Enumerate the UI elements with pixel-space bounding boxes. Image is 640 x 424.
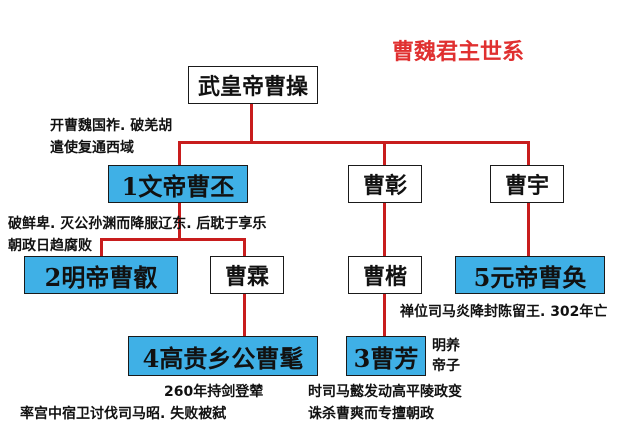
note-cao-fang-1: 明养 — [432, 338, 460, 354]
node-cao-yu: 曹宇 — [490, 165, 564, 203]
note-cao-pi-2: 朝政日趋腐败 — [8, 238, 92, 254]
node-cao-pi: 1文帝曹丕 — [108, 165, 248, 203]
connector-line — [243, 294, 246, 338]
connector-line — [383, 141, 386, 167]
connector-line — [250, 104, 253, 144]
note-cao-cao-1: 开曹魏国祚. 破羌胡 — [50, 118, 173, 134]
note-cao-mao-1: 260年持剑登辇 — [164, 384, 264, 400]
connector-line — [178, 203, 181, 241]
note-cao-pi-1: 破鲜卑. 灭公孙渊而降服辽东. 后耽于享乐 — [8, 216, 267, 232]
note-cao-mao-2: 率宫中宿卫讨伐司马昭. 失败被弑 — [20, 406, 227, 422]
node-cao-lin: 曹霖 — [210, 256, 284, 294]
connector-line — [178, 141, 530, 144]
note-cao-huan: 禅位司马炎降封陈留王. 302年亡 — [400, 304, 608, 320]
node-cao-zhang: 曹彰 — [348, 165, 422, 203]
note-cao-fang-2: 帝子 — [432, 358, 460, 374]
node-cao-kai: 曹楷 — [348, 256, 422, 294]
connector-line — [527, 203, 530, 258]
connector-line — [243, 238, 246, 258]
connector-line — [383, 294, 386, 338]
chart-title: 曹魏君主世系 — [392, 40, 525, 65]
node-cao-cao: 武皇帝曹操 — [188, 66, 318, 104]
note-cao-cao-2: 遣使复通西域 — [50, 140, 134, 156]
connector-line — [383, 203, 386, 258]
connector-line — [100, 238, 103, 258]
note-cao-fang-event-1: 时司马懿发动高平陵政变 — [308, 384, 462, 400]
node-cao-mao: 4高贵乡公曹髦 — [128, 336, 318, 376]
connector-line — [527, 141, 530, 167]
note-cao-fang-event-2: 诛杀曹爽而专擅朝政 — [308, 406, 434, 422]
node-cao-huan: 5元帝曹奂 — [455, 256, 605, 294]
connector-line — [100, 238, 246, 241]
node-cao-fang: 3曹芳 — [346, 336, 426, 376]
connector-line — [178, 141, 181, 167]
node-cao-rui: 2明帝曹叡 — [24, 256, 178, 294]
